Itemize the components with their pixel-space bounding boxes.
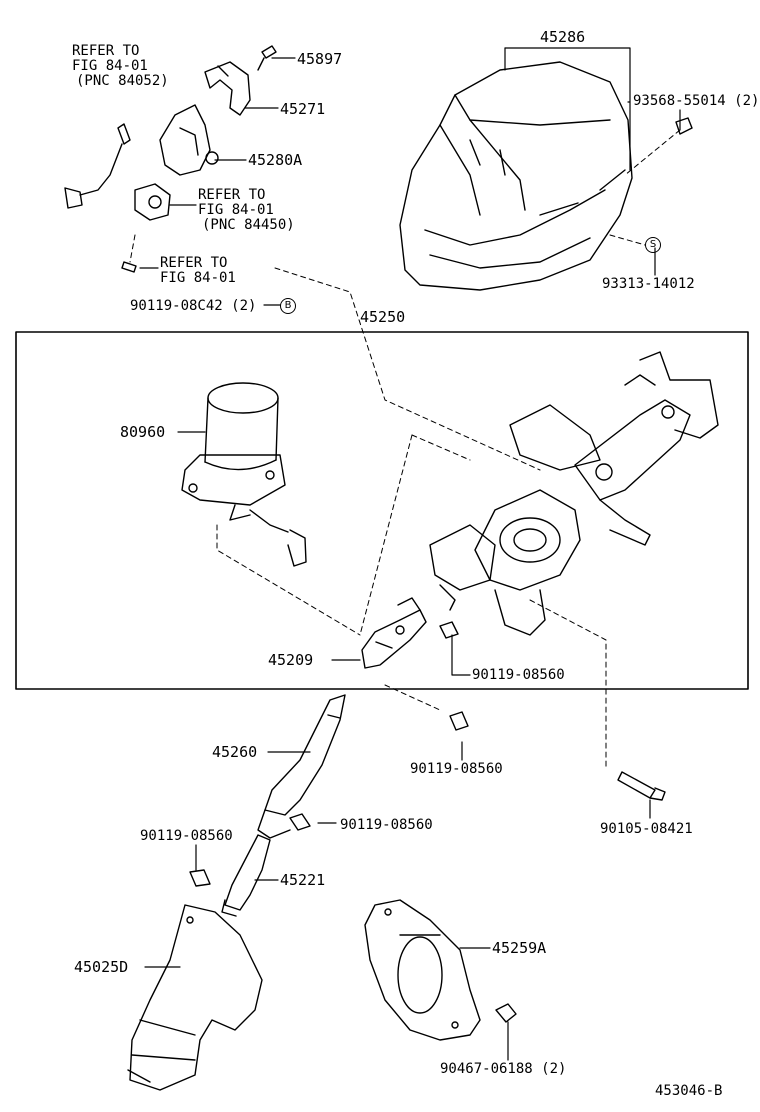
assembly-45250-box <box>15 331 749 690</box>
ref2-line2: FIG 84-01 <box>198 202 274 218</box>
screw-93568 <box>675 117 693 135</box>
ref3-line2: FIG 84-01 <box>160 270 236 286</box>
wire-harness <box>64 123 131 209</box>
label-90119-08560-d: 90119-08560 <box>140 828 233 844</box>
bolt-90119-08560-b <box>449 711 469 731</box>
screw-45897 <box>257 45 277 71</box>
label-90119-08c42: 90119-08C42 (2) <box>130 298 257 314</box>
label-45025d: 45025D <box>74 958 129 976</box>
clip-90467 <box>495 1003 517 1023</box>
label-45259a: 45259A <box>492 939 547 957</box>
label-45280a: 45280A <box>248 151 303 169</box>
universal-joint-45209 <box>361 597 427 669</box>
label-90467: 90467-06188 (2) <box>440 1061 567 1077</box>
leader-lines <box>139 47 681 1061</box>
column-cover-45286 <box>399 61 633 291</box>
intermediate-shaft-45260 <box>257 694 346 839</box>
label-90105: 90105-08421 <box>600 821 693 837</box>
ref1-line3: (PNC 84052) <box>76 73 169 89</box>
boot-45025d <box>127 904 263 1091</box>
bolt-90119-08560-a <box>439 621 459 639</box>
label-90119-08560-a: 90119-08560 <box>472 667 565 683</box>
ref1-line1: REFER TO <box>72 43 140 59</box>
bracket-45259a <box>364 899 481 1041</box>
figure-code: 453046-B <box>655 1083 723 1099</box>
ref3-line1: REFER TO <box>160 255 228 271</box>
motor-80960 <box>181 382 307 567</box>
clip-45271 <box>204 61 251 116</box>
label-45209: 45209 <box>268 651 314 669</box>
label-45250: 45250 <box>360 308 406 326</box>
label-93313: 93313-14012 <box>602 276 695 292</box>
ref2-line3: (PNC 84450) <box>202 217 295 233</box>
sensor-84450 <box>134 183 171 221</box>
b-marker: B <box>280 298 296 314</box>
label-93568: 93568-55014 (2) <box>633 93 760 109</box>
label-45286: 45286 <box>540 28 586 46</box>
shaft-45221 <box>221 834 271 917</box>
steering-column-assembly <box>429 351 719 636</box>
bolt-90119-08560-c <box>289 813 311 831</box>
bolt-90119-08c42 <box>121 261 137 273</box>
label-45897: 45897 <box>297 50 343 68</box>
label-45271: 45271 <box>280 100 326 118</box>
bolt-90105-08421 <box>617 771 666 801</box>
label-90119-08560-c: 90119-08560 <box>340 817 433 833</box>
label-80960: 80960 <box>120 423 166 441</box>
bolt-90119-08560-d <box>189 869 211 887</box>
label-90119-08560-b: 90119-08560 <box>410 761 503 777</box>
label-45260: 45260 <box>212 743 258 761</box>
ref2-line1: REFER TO <box>198 187 266 203</box>
switch-bracket-45280a <box>159 104 219 176</box>
ref1-line2: FIG 84-01 <box>72 58 148 74</box>
dashed-guide-lines <box>129 129 681 771</box>
label-45221: 45221 <box>280 871 326 889</box>
s-marker: S <box>645 237 661 253</box>
